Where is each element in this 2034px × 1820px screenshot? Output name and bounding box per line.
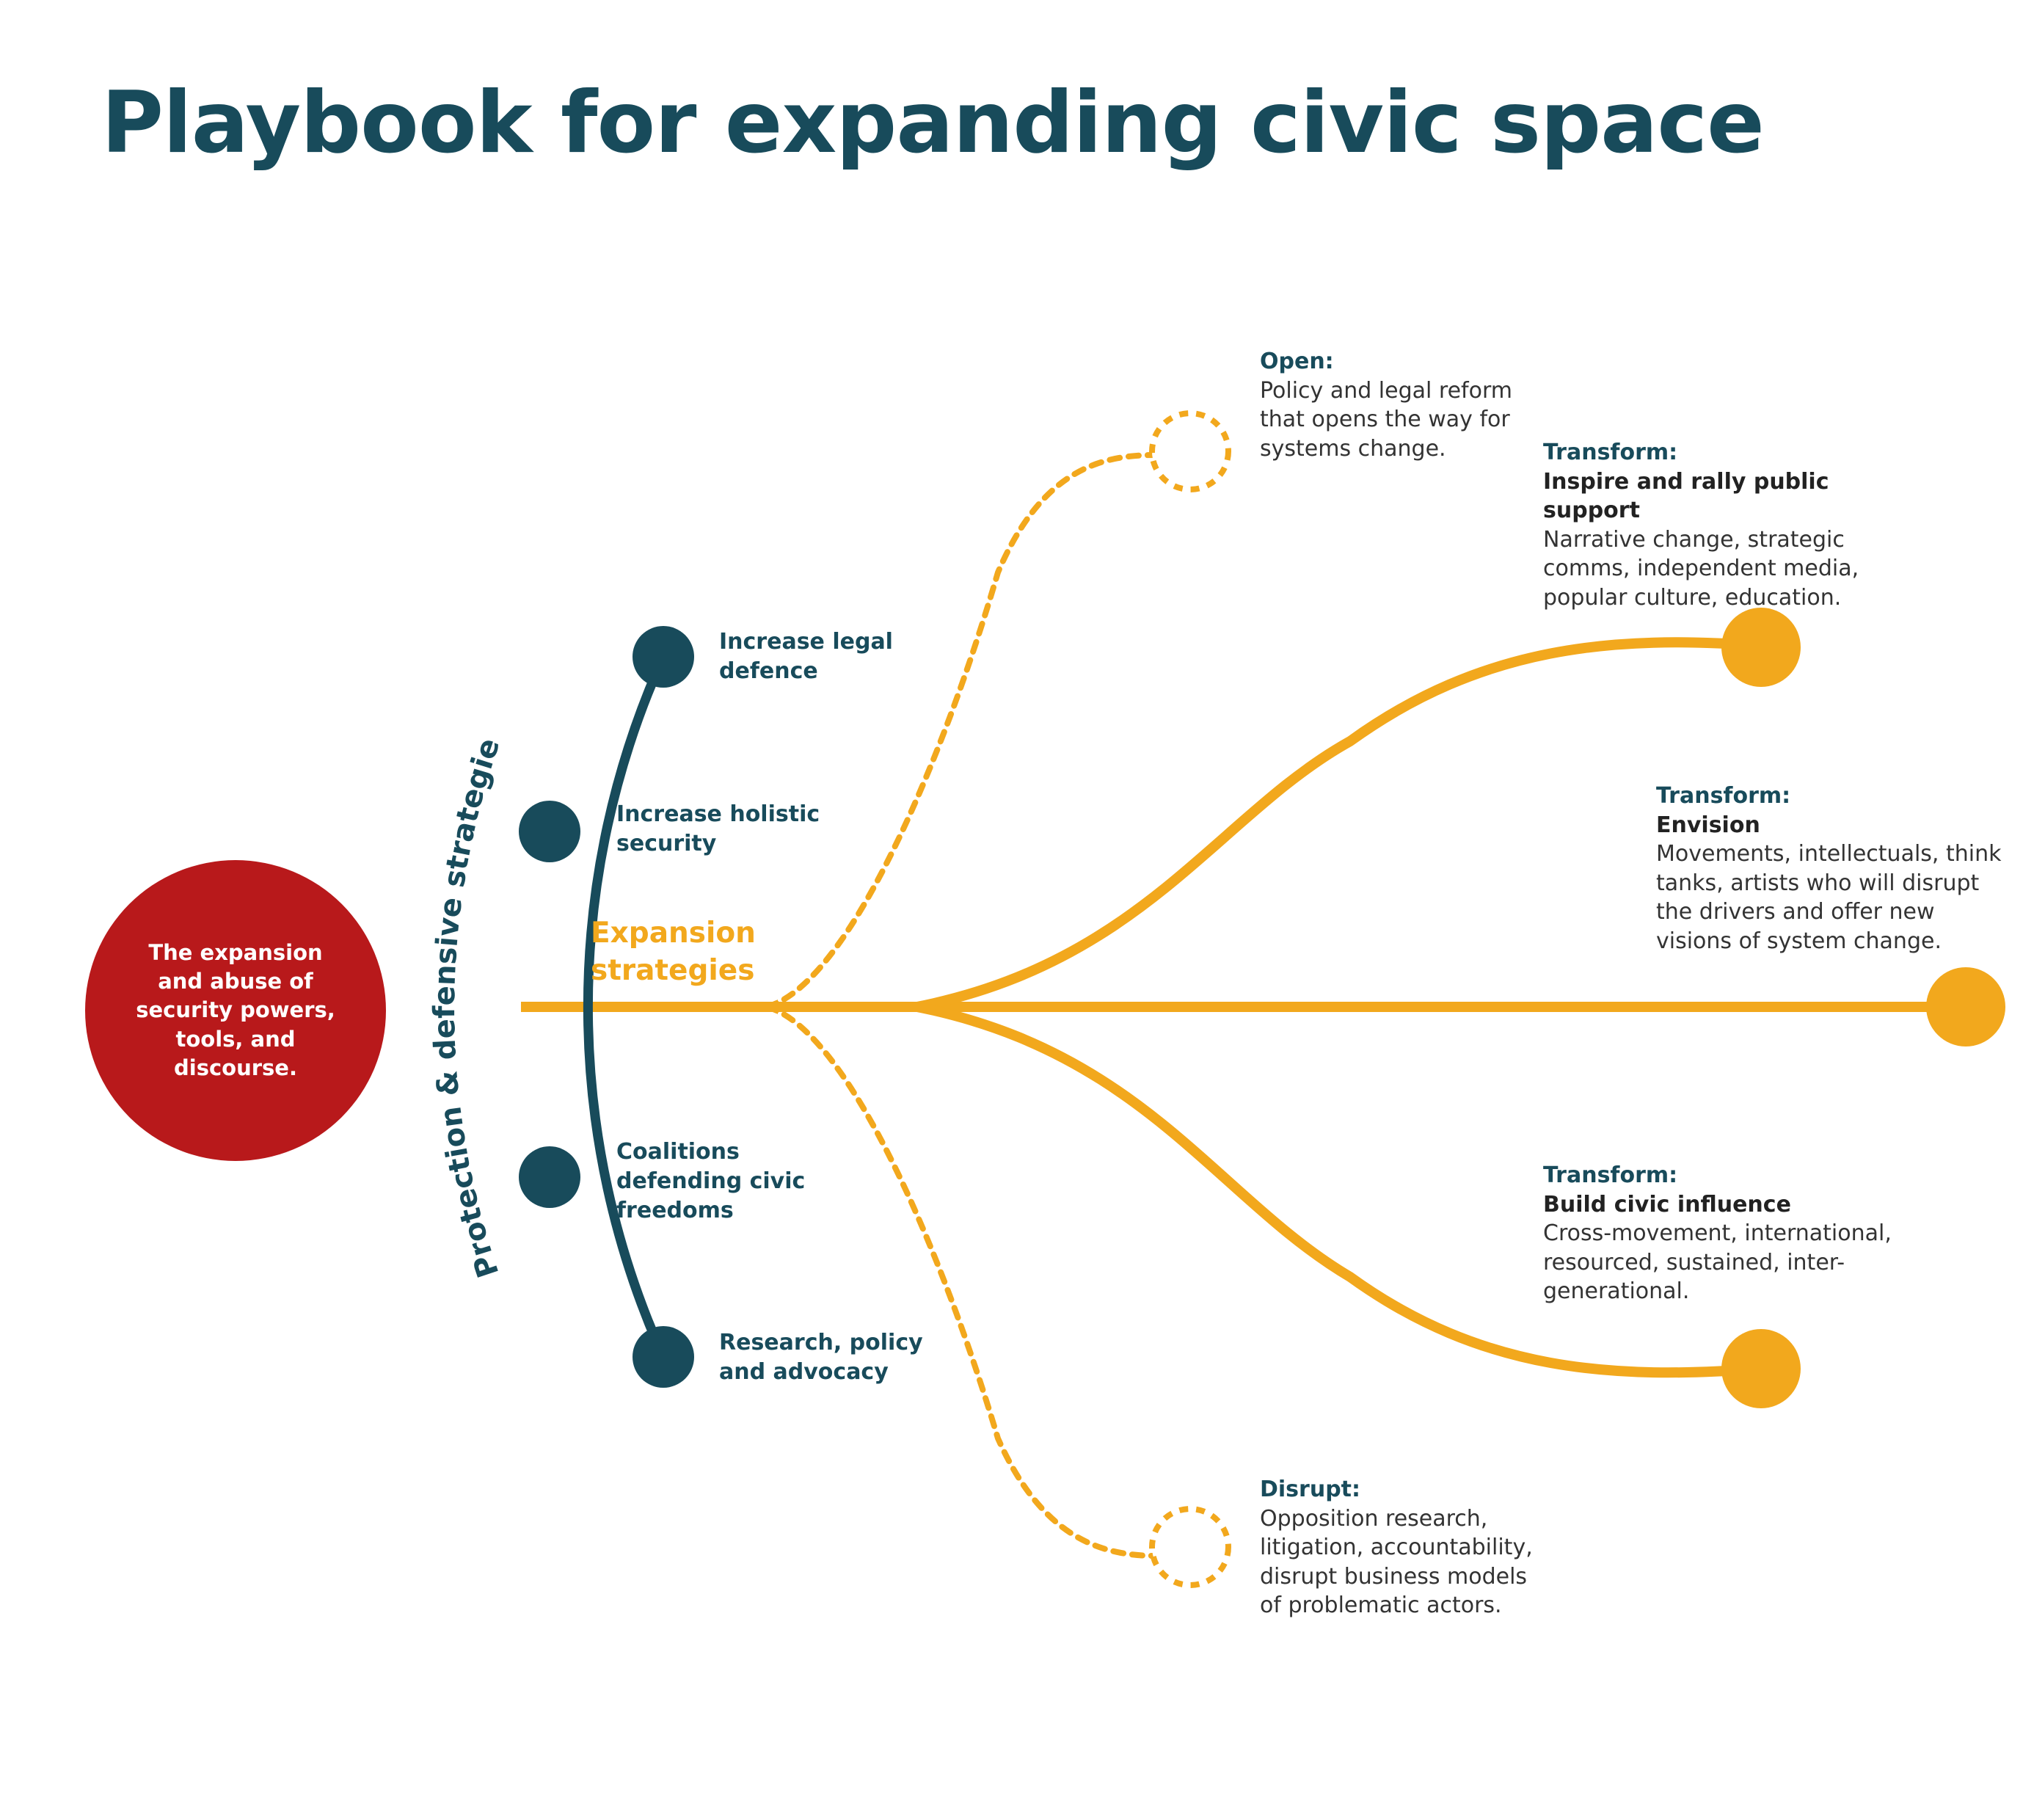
disrupt-branch-line — [764, 1004, 1159, 1559]
influence-label: Transform: Build civic influence Cross-m… — [1543, 1161, 1910, 1306]
research-label: Research, policy and advocacy — [719, 1330, 923, 1386]
influence-sub: Build civic influence — [1543, 1191, 1791, 1217]
inspire-sub: Inspire and rally public support — [1543, 468, 1829, 524]
disrupt-node — [1149, 1506, 1231, 1588]
influence-branch-line — [912, 1002, 1766, 1378]
inspire-node — [1721, 608, 1801, 687]
holistic-security-label: Increase holistic security — [616, 801, 820, 857]
protection-node-holistic-security — [519, 801, 580, 862]
open-branch-line — [764, 452, 1159, 1010]
inspire-head: Transform: — [1543, 440, 1678, 465]
disrupt-label: Disrupt: Opposition research, litigation… — [1260, 1475, 1553, 1620]
threat-text: The expansion and abuse of security powe… — [136, 940, 335, 1080]
protection-node-research — [633, 1326, 694, 1388]
open-body: Policy and legal reform that opens the w… — [1260, 377, 1512, 462]
envision-node — [1926, 967, 2005, 1046]
threat-circle: The expansion and abuse of security powe… — [85, 860, 386, 1161]
inspire-branch-line — [912, 637, 1766, 1012]
disrupt-head: Disrupt: — [1260, 1477, 1361, 1502]
protection-node-coalitions — [519, 1146, 580, 1208]
open-node — [1149, 410, 1231, 492]
protection-node-legal-defence — [633, 626, 694, 688]
open-label: Open: Policy and legal reform that opens… — [1260, 347, 1539, 463]
envision-sub: Envision — [1656, 812, 1760, 838]
arrow-icon — [763, 1000, 778, 1014]
coalitions-label: Coalitions defending civic freedoms — [616, 1139, 806, 1224]
inspire-label: Transform: Inspire and rally public supp… — [1543, 438, 1925, 613]
envision-label: Transform: Envision Movements, intellect… — [1656, 782, 2008, 956]
inspire-body: Narrative change, strategic comms, indep… — [1543, 526, 1859, 611]
influence-head: Transform: — [1543, 1162, 1678, 1188]
envision-head: Transform: — [1656, 783, 1791, 809]
page-title: Playbook for expanding civic space — [101, 73, 1765, 172]
legal-defence-label: Increase legal defence — [719, 629, 893, 685]
influence-node — [1721, 1329, 1801, 1408]
protection-arc — [583, 655, 668, 1359]
disrupt-body: Opposition research, litigation, account… — [1260, 1505, 1533, 1619]
open-head: Open: — [1260, 349, 1334, 374]
envision-body: Movements, intellectuals, think tanks, a… — [1656, 841, 2002, 954]
expansion-label: Expansion strategies — [591, 917, 756, 987]
influence-body: Cross-movement, international, resourced… — [1543, 1220, 1892, 1305]
